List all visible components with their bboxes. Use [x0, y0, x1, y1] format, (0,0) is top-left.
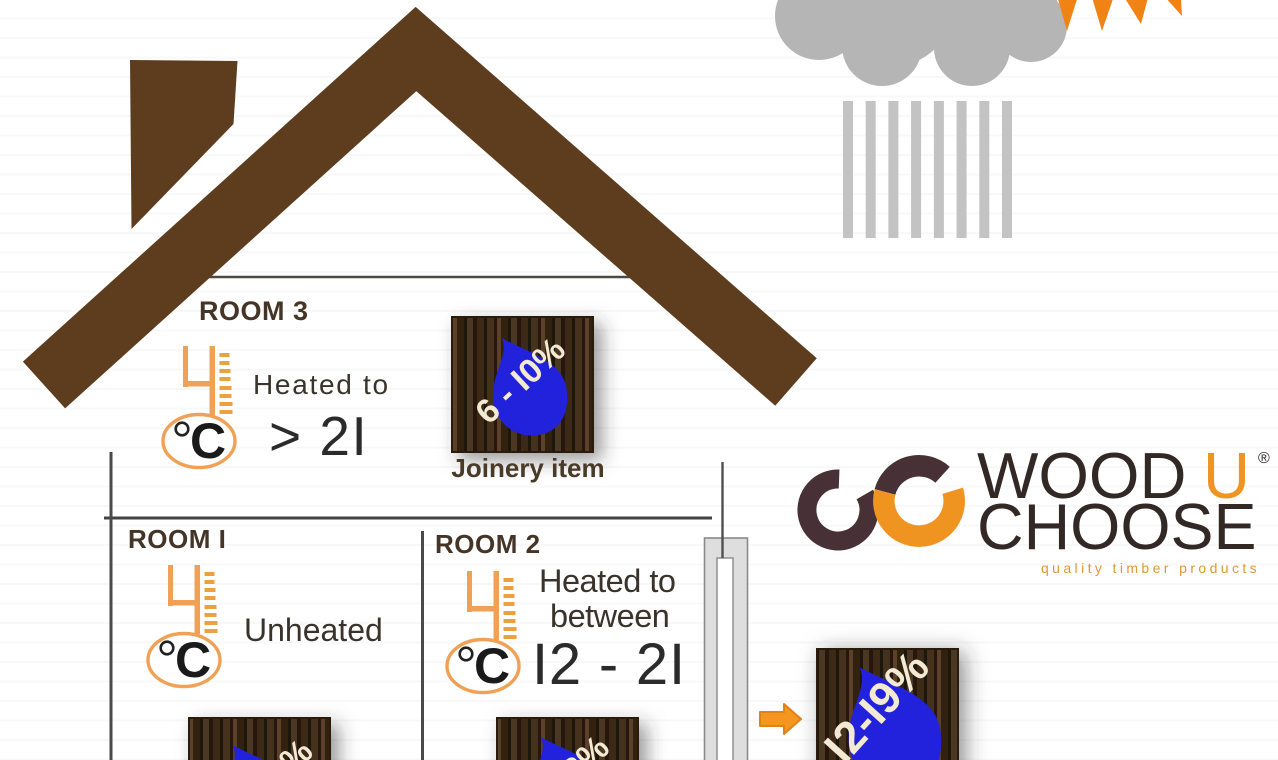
svg-text:between: between [550, 598, 669, 634]
svg-text:quality timber products: quality timber products [1041, 560, 1260, 576]
svg-text:> 2I: > 2I [269, 405, 368, 467]
svg-text:Heated to: Heated to [253, 369, 390, 400]
svg-text:Unheated: Unheated [244, 612, 383, 648]
svg-text:I2 - 2I: I2 - 2I [532, 632, 686, 697]
svg-text:ROOM 2: ROOM 2 [435, 529, 541, 559]
svg-text:Joinery item: Joinery item [451, 453, 604, 483]
svg-text:U: U [1203, 439, 1250, 512]
svg-text:CHOOSE: CHOOSE [977, 491, 1257, 563]
svg-text:®: ® [1258, 450, 1270, 467]
svg-text:Heated to: Heated to [539, 563, 675, 599]
svg-text:ROOM 3: ROOM 3 [199, 296, 309, 326]
svg-text:ROOM I: ROOM I [128, 524, 226, 554]
svg-text:WOOD: WOOD [977, 439, 1186, 512]
